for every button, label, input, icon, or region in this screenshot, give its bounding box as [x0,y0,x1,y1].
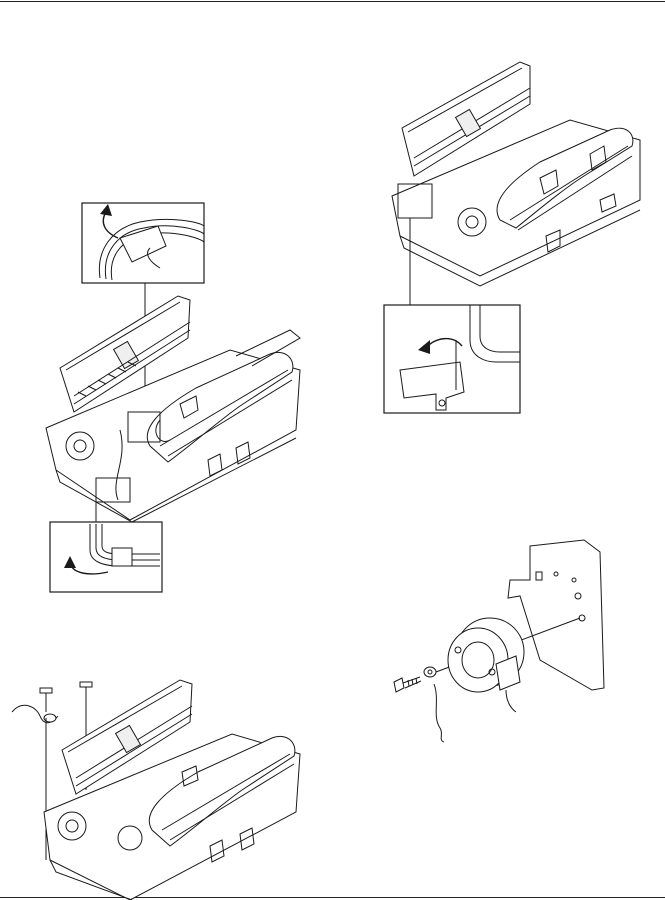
motor-wire [434,684,444,742]
motor [448,618,524,712]
screw-left [40,688,52,712]
fax-unit-drawing-3 [44,680,300,900]
screw-right [80,682,92,712]
figure-1 [46,203,300,592]
fax-unit-drawing-1 [46,296,300,522]
washer [424,667,436,677]
fax-unit-drawing-2 [392,62,640,286]
figure-3 [12,680,300,900]
screw [394,677,421,692]
callout-box-bracket [384,305,520,413]
motor-bracket [508,540,604,690]
callout-box-upper [82,203,204,283]
figure-4 [394,540,604,742]
figure-2 [384,62,640,413]
